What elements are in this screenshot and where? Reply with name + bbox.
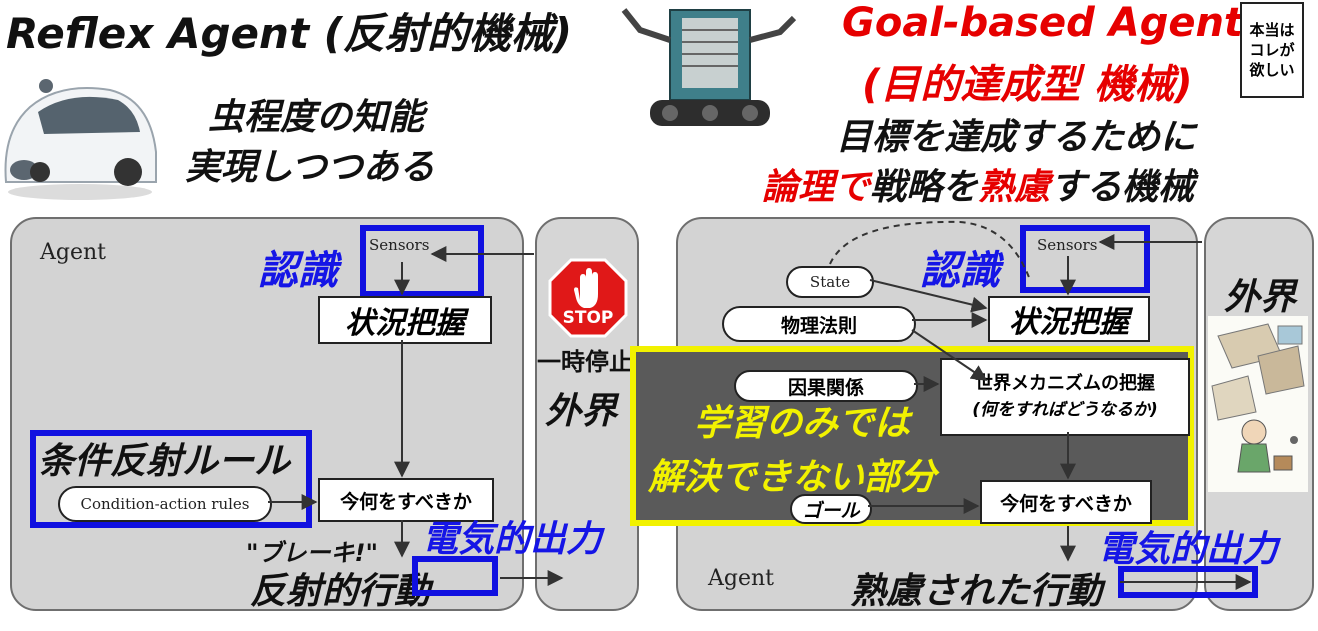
- right-output-label: 電気的出力: [1098, 529, 1279, 570]
- left-what-now-text: 今何をすべきか: [340, 490, 472, 513]
- right-situation-text: 状況把握: [1009, 305, 1129, 340]
- right-sensors-label: Sensors: [1037, 236, 1098, 254]
- right-desc-1: 目標を達成するために: [836, 117, 1197, 158]
- stop-sign-text: STOP: [562, 308, 614, 328]
- left-agent-panel: [10, 217, 524, 611]
- right-title-1: Goal-based Agent: [842, 0, 1244, 46]
- right-what-now-box: 今何をすべきか: [980, 480, 1152, 524]
- left-rule-frame: [30, 430, 312, 528]
- stop-sign: STOP: [548, 258, 628, 338]
- left-subtitle-2: 実現しつつある: [185, 147, 435, 188]
- self-driving-car-illustration: [4, 79, 157, 200]
- right-agent-label: Agent: [708, 566, 774, 591]
- learning-text-2: 解決できない部分: [648, 457, 937, 498]
- note-box: 本当は コレが 欲しい: [1240, 2, 1304, 98]
- left-brake-quote: "ブレーキ!": [246, 539, 378, 567]
- right-world-line-1: 世界メカニズムの把握: [975, 373, 1155, 394]
- left-situation-text: 状況把握: [345, 306, 465, 341]
- right-env-label: 外界: [1224, 277, 1297, 318]
- left-output-frame: [412, 556, 498, 596]
- stop-sign-icon: [548, 258, 628, 338]
- right-causality-text: 因果関係: [787, 376, 864, 399]
- left-action-label: 反射的行動: [250, 571, 431, 612]
- right-title-2: (目的達成型 機械): [862, 62, 1193, 108]
- note-line-3: 欲しい: [1249, 61, 1295, 79]
- right-state-text: State: [809, 273, 851, 291]
- right-desc-2: 論理で戦略を熟慮する機械: [762, 158, 1194, 210]
- chaos-world-illustration: [1208, 316, 1308, 492]
- left-what-now-box: 今何をすべきか: [318, 478, 494, 522]
- right-what-now-text: 今何をすべきか: [1000, 492, 1132, 515]
- left-title: Reflex Agent (反射的機械): [6, 9, 573, 58]
- left-sensors-label: Sensors: [369, 236, 430, 254]
- right-situation-box: 状況把握: [988, 296, 1150, 342]
- right-causality-pill: 因果関係: [734, 370, 918, 402]
- left-rules-text: Condition-action rules: [80, 495, 250, 513]
- robot-machine-illustration: [621, 8, 797, 126]
- right-goal-pill: ゴール: [790, 494, 872, 524]
- right-physics-pill: 物理法則: [722, 306, 916, 342]
- left-rule-label: 条件反射ルール: [38, 441, 291, 482]
- right-goal-text: ゴール: [802, 499, 860, 522]
- left-subtitle-1: 虫程度の知能: [208, 97, 425, 138]
- right-recognition-label: 認識: [920, 248, 1000, 294]
- right-physics-text: 物理法則: [780, 314, 857, 337]
- left-sensors-frame: [360, 225, 484, 297]
- right-world-line-2: (何をすればどうなるか): [972, 400, 1158, 420]
- learning-text-1: 学習のみでは: [694, 403, 911, 444]
- left-rules-pill: Condition-action rules: [58, 486, 272, 522]
- right-sensors-frame: [1020, 225, 1150, 293]
- desc-strategy: 戦略を: [870, 167, 979, 208]
- car-image: [0, 62, 160, 202]
- left-agent-label: Agent: [40, 240, 106, 265]
- world-illustration: [1208, 316, 1308, 492]
- right-action-label: 熟慮された行動: [850, 571, 1103, 612]
- desc-deliberation: 熟慮: [978, 167, 1051, 208]
- desc-machine: する機械: [1050, 167, 1195, 208]
- left-env-label: 外界: [545, 391, 618, 432]
- right-state-pill: State: [786, 266, 874, 298]
- left-output-label: 電気的出力: [422, 519, 603, 560]
- left-situation-box: 状況把握: [318, 296, 492, 344]
- robot-image: [610, 0, 800, 140]
- desc-logic: 論理で: [762, 167, 871, 208]
- right-world-box: 世界メカニズムの把握 (何をすればどうなるか): [940, 358, 1190, 436]
- left-recognition-label: 認識: [258, 248, 338, 294]
- note-line-1: 本当は: [1249, 21, 1295, 39]
- note-line-2: コレが: [1249, 41, 1295, 59]
- left-stop-caption: 一時停止: [537, 348, 633, 376]
